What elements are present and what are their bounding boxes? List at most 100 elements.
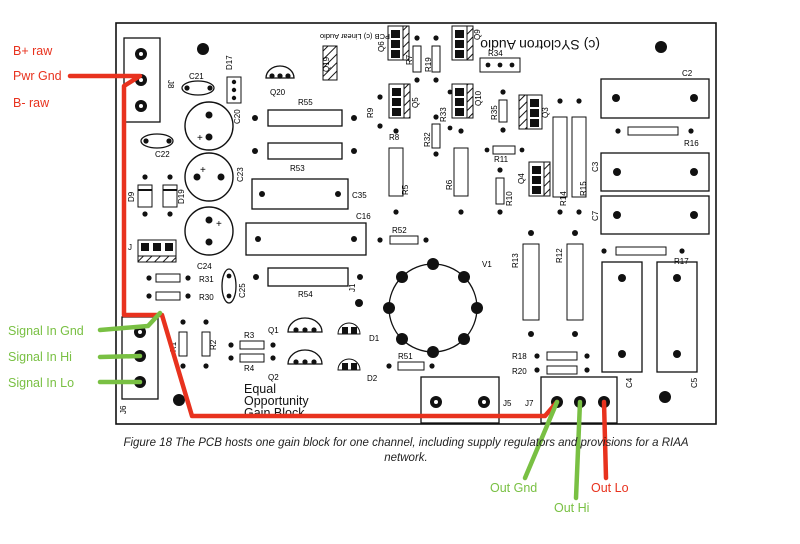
svg-text:Q6: Q6 — [377, 41, 386, 52]
capacitor-c5: C5 — [656, 261, 699, 388]
resistor-r15: R15 — [571, 98, 588, 215]
svg-text:Q10: Q10 — [474, 90, 483, 106]
svg-text:C35: C35 — [352, 191, 367, 200]
resistor-r7: R7 — [405, 35, 422, 83]
connector-j8: J8 — [123, 37, 175, 123]
capacitor-c24: + C24 — [184, 206, 234, 271]
transistor-q19: Q19 — [322, 45, 338, 81]
trimmer-r34: R34 — [479, 49, 521, 73]
svg-text:+: + — [200, 165, 206, 176]
resistor-r35: R35 — [490, 89, 508, 133]
capacitor-c16: C16 — [245, 212, 371, 256]
svg-text:Q1: Q1 — [268, 326, 279, 335]
svg-text:R14: R14 — [559, 191, 568, 206]
capacitor-c21: C21 — [181, 72, 215, 96]
pcb-board — [115, 22, 717, 425]
transistor-q20: Q20 — [265, 65, 295, 97]
mounting-holes — [173, 41, 671, 406]
capacitor-c4: C4 — [601, 261, 643, 388]
jumper-j1: J1 — [348, 283, 363, 307]
svg-text:D2: D2 — [367, 374, 378, 383]
transistor-q3: Q3 — [518, 94, 550, 130]
regulator-block: J — [128, 239, 177, 263]
transistor-q2: Q2 — [268, 349, 323, 382]
resistor-r52: R52 — [377, 226, 429, 245]
svg-text:R53: R53 — [290, 164, 305, 173]
svg-text:C25: C25 — [238, 283, 247, 298]
out-hi-wire — [573, 399, 583, 501]
svg-text:+: + — [197, 133, 203, 144]
label-pwr-gnd: Pwr Gnd — [13, 69, 62, 83]
svg-text:C7: C7 — [591, 210, 600, 221]
copyright-text: (c) SYclotron Audio — [480, 37, 600, 53]
capacitor-c35: C35 — [251, 178, 367, 210]
svg-text:R55: R55 — [298, 98, 313, 107]
capacitor-c20: + C20 — [184, 101, 242, 151]
svg-text:Equal: Equal — [244, 382, 276, 396]
svg-text:R6: R6 — [445, 179, 454, 190]
transistor-q5: Q5 — [388, 83, 420, 119]
resistor-r8: R8 R5 — [388, 128, 410, 215]
connector-j5: J5 — [420, 376, 512, 424]
svg-text:R34: R34 — [488, 49, 503, 58]
resistor-r51: R51 — [386, 352, 435, 371]
svg-text:C5: C5 — [690, 377, 699, 388]
svg-text:Q19: Q19 — [322, 56, 331, 72]
svg-text:R33: R33 — [439, 107, 448, 122]
svg-text:R16: R16 — [684, 139, 699, 148]
diode-d9: D9 — [127, 174, 153, 217]
svg-text:Q4: Q4 — [517, 173, 526, 184]
resistor-r33: R33 — [439, 89, 453, 131]
resistor-r20: R20 — [512, 365, 590, 376]
label-signal-in-hi: Signal In Hi — [8, 350, 72, 364]
capacitor-c23: + C23 — [184, 152, 245, 202]
resistor-r4: R4 — [228, 353, 276, 373]
out-lo-wire — [601, 399, 609, 481]
resistor-r14: R14 — [552, 98, 568, 215]
resistor-r12: R12 — [555, 230, 584, 337]
svg-text:R35: R35 — [490, 105, 499, 120]
pcb-credit-text: PCB (c) Linear Audio — [320, 32, 390, 41]
svg-text:R5: R5 — [401, 184, 410, 195]
svg-text:Q5: Q5 — [411, 97, 420, 108]
resistor-r9: R9 — [366, 94, 383, 129]
svg-text:R12: R12 — [555, 248, 564, 263]
out-gnd-wire — [522, 399, 560, 481]
tube-socket-v1: V1 — [383, 258, 492, 358]
svg-text:R30: R30 — [199, 293, 214, 302]
svg-text:R19: R19 — [424, 57, 433, 72]
signal-in-hi-wire — [97, 353, 143, 360]
svg-text:R18: R18 — [512, 352, 527, 361]
svg-text:R4: R4 — [244, 364, 255, 373]
transistor-q1: Q1 — [268, 317, 323, 335]
resistor-r10: R10 — [495, 167, 514, 215]
svg-text:C20: C20 — [233, 109, 242, 124]
svg-text:C3: C3 — [591, 161, 600, 172]
svg-text:R10: R10 — [505, 191, 514, 206]
label-signal-in-lo: Signal In Lo — [8, 376, 74, 390]
svg-text:R54: R54 — [298, 290, 313, 299]
transistor-q10: Q10 — [451, 83, 483, 119]
resistor-r54: R54 — [253, 267, 363, 299]
svg-text:D1: D1 — [369, 334, 380, 343]
svg-text:R8: R8 — [389, 133, 400, 142]
diode-d2: D2 — [337, 358, 378, 383]
resistor-r6: R6 — [445, 128, 469, 215]
svg-text:R13: R13 — [511, 253, 520, 268]
capacitor-c7: C7 — [591, 195, 710, 235]
svg-text:J6: J6 — [119, 405, 128, 414]
svg-text:D9: D9 — [127, 191, 136, 202]
svg-text:Q9: Q9 — [473, 29, 482, 40]
signal-in-gnd-wire — [97, 310, 163, 333]
ground-wire — [67, 73, 560, 419]
svg-text:R2: R2 — [209, 339, 218, 350]
resistor-r2: R2 — [201, 319, 218, 369]
label-b-plus-raw: B+ raw — [13, 44, 53, 58]
svg-text:C22: C22 — [155, 150, 170, 159]
svg-text:Q20: Q20 — [270, 88, 286, 97]
resistor-r55: R55 — [252, 98, 357, 127]
svg-text:C2: C2 — [682, 69, 693, 78]
svg-text:C24: C24 — [197, 262, 212, 271]
label-out-lo: Out Lo — [591, 481, 629, 495]
